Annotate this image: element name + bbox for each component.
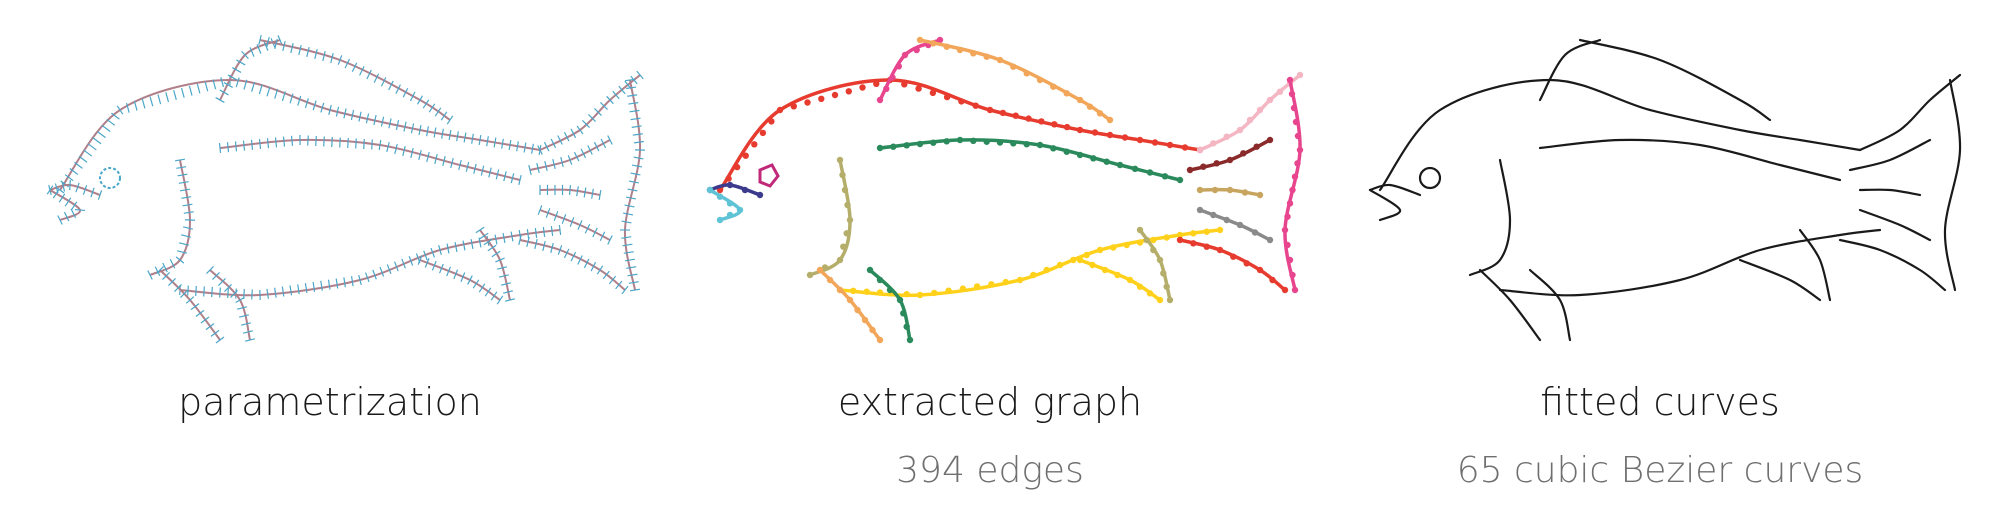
body-top-stroke-edge xyxy=(716,76,1204,194)
lateral-line-curve xyxy=(1538,138,1842,182)
body-bottom-stroke xyxy=(179,224,562,301)
panel-title-parametrization: parametrization xyxy=(178,380,482,424)
tail-bottom-inner-edge xyxy=(1196,206,1274,244)
body-top-stroke xyxy=(55,74,542,194)
tail-top xyxy=(537,70,644,155)
tail-bottom-edge xyxy=(1176,236,1289,294)
pelvic-fin xyxy=(156,266,225,344)
mouth-lower-curve xyxy=(1368,188,1402,222)
dorsal-fin-back-edge xyxy=(916,36,1114,124)
body-bottom-stroke-curve xyxy=(1498,228,1882,297)
mouth-upper xyxy=(48,179,103,200)
mouth-lower-edge xyxy=(706,186,744,224)
dorsal-fin-back xyxy=(258,35,454,125)
tail-top-inner xyxy=(528,135,613,175)
panel-subtitle-edge-count: 394 edges xyxy=(896,450,1084,491)
body-top-stroke-curve xyxy=(1378,78,1862,192)
eye-icon xyxy=(758,163,780,188)
panel-subtitle-curve-count: 65 cubic Bezier curves xyxy=(1456,450,1864,491)
tail-top-inner-edge xyxy=(1186,136,1274,174)
anal-fin-edge xyxy=(1076,256,1164,304)
panel-parametrization: parametrization xyxy=(0,0,660,512)
fish-parametrization-figure xyxy=(46,35,646,344)
tail-top-curve xyxy=(1858,73,1962,152)
anal-fin-curve xyxy=(1738,258,1822,302)
anal-fin xyxy=(417,255,504,305)
gill-stroke xyxy=(147,158,196,280)
tail-bottom xyxy=(518,235,629,295)
tail-edge-edge xyxy=(1281,76,1304,294)
pelvic-fin-curve xyxy=(1478,268,1542,342)
panel-title-fitted-curves: fitted curves xyxy=(1540,380,1780,424)
tail-edge-curve xyxy=(1943,78,1962,292)
tail-mid-edge xyxy=(1196,186,1264,199)
pectoral-fin-edge xyxy=(866,266,914,344)
fish-fitted-curves-figure xyxy=(1368,38,1962,342)
lateral-line-edge xyxy=(876,136,1184,184)
tail-bottom-inner xyxy=(537,205,613,245)
body-bottom-stroke-edge xyxy=(836,226,1224,299)
fish-graph-figure xyxy=(706,36,1304,344)
anal-fin-2-edge xyxy=(1136,226,1174,304)
lateral-line xyxy=(218,134,522,185)
eye-icon xyxy=(99,167,121,189)
mouth-upper-curve xyxy=(1368,183,1422,197)
anal-fin-2 xyxy=(475,226,515,302)
tail-top-edge xyxy=(1196,71,1304,154)
pelvic-fin-edge xyxy=(816,266,884,344)
gill-stroke-curve xyxy=(1468,158,1512,277)
pectoral-fin-curve xyxy=(1528,268,1572,342)
tail-top-inner-curve xyxy=(1848,138,1932,172)
mouth-upper-edge xyxy=(706,181,764,199)
dorsal-fin-stroke-curve xyxy=(1538,38,1602,102)
dorsal-fin-back-curve xyxy=(1578,38,1772,122)
anal-fin-2-curve xyxy=(1798,228,1832,302)
tail-mid-curve xyxy=(1858,188,1922,197)
tail-bottom-curve xyxy=(1838,238,1947,292)
tail-bottom-inner-curve xyxy=(1858,208,1932,242)
panel-title-extracted-graph: extracted graph xyxy=(837,380,1143,424)
tail-edge xyxy=(619,78,646,292)
panel-fitted-curves: fitted curves 65 cubic Bezier curves xyxy=(1320,0,2000,512)
pectoral-fin xyxy=(206,266,255,342)
panel-extracted-graph: extracted graph 394 edges xyxy=(660,0,1320,512)
tail-mid xyxy=(539,184,602,201)
dorsal-fin-stroke xyxy=(215,35,283,103)
gill-stroke-edge xyxy=(806,156,854,279)
eye-icon xyxy=(1418,166,1442,190)
mouth-lower xyxy=(46,185,86,225)
